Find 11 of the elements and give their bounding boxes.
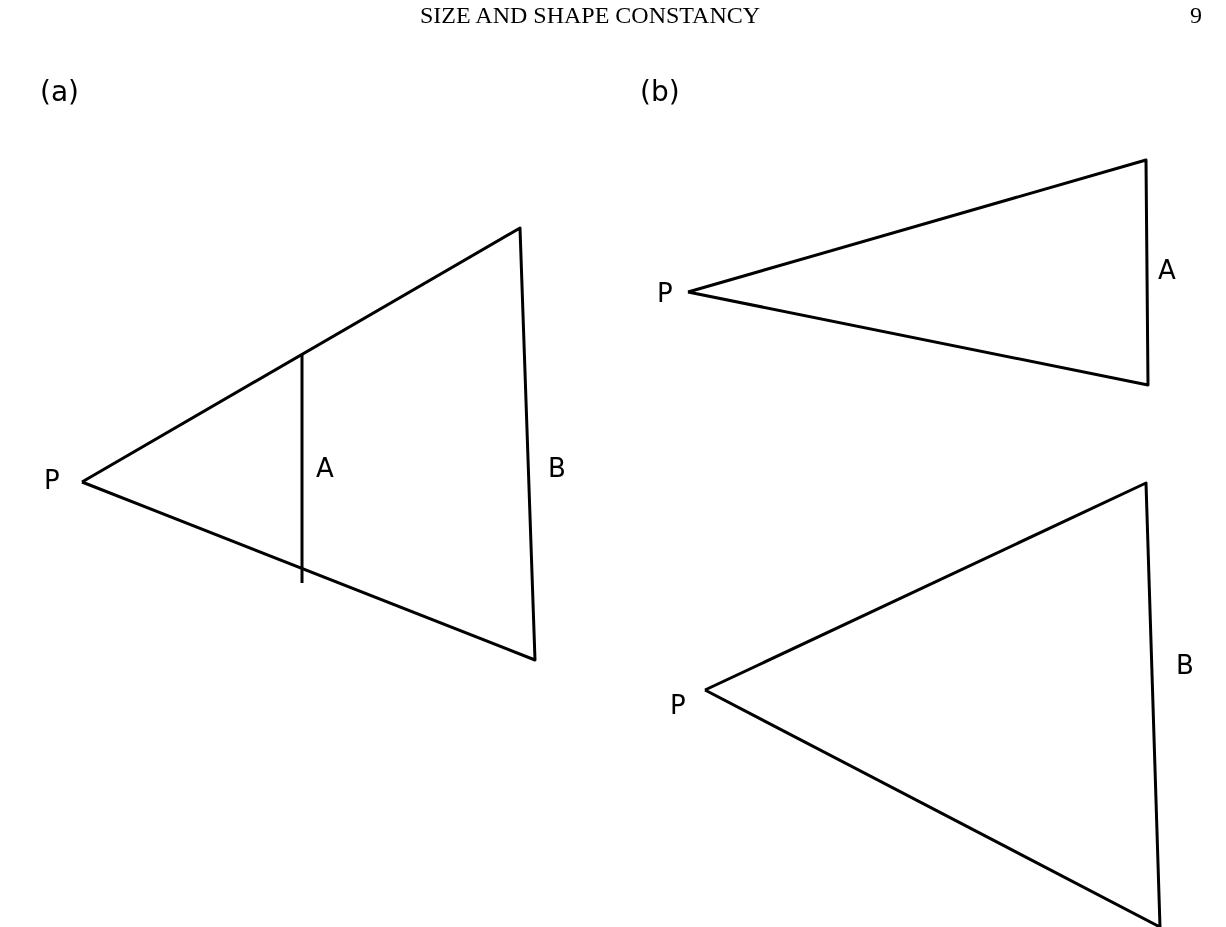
point-label: A [1158, 257, 1176, 283]
page-number: 9 [1190, 2, 1202, 29]
point-label: P [657, 280, 673, 306]
point-label: A [316, 455, 334, 481]
point-label: B [548, 455, 566, 481]
point-label: P [670, 692, 686, 718]
panel-label: (b) [640, 78, 680, 106]
point-label: B [1176, 652, 1194, 678]
point-label: P [44, 467, 60, 493]
panel-label: (a) [40, 78, 79, 106]
running-header: SIZE AND SHAPE CONSTANCY [420, 2, 761, 29]
